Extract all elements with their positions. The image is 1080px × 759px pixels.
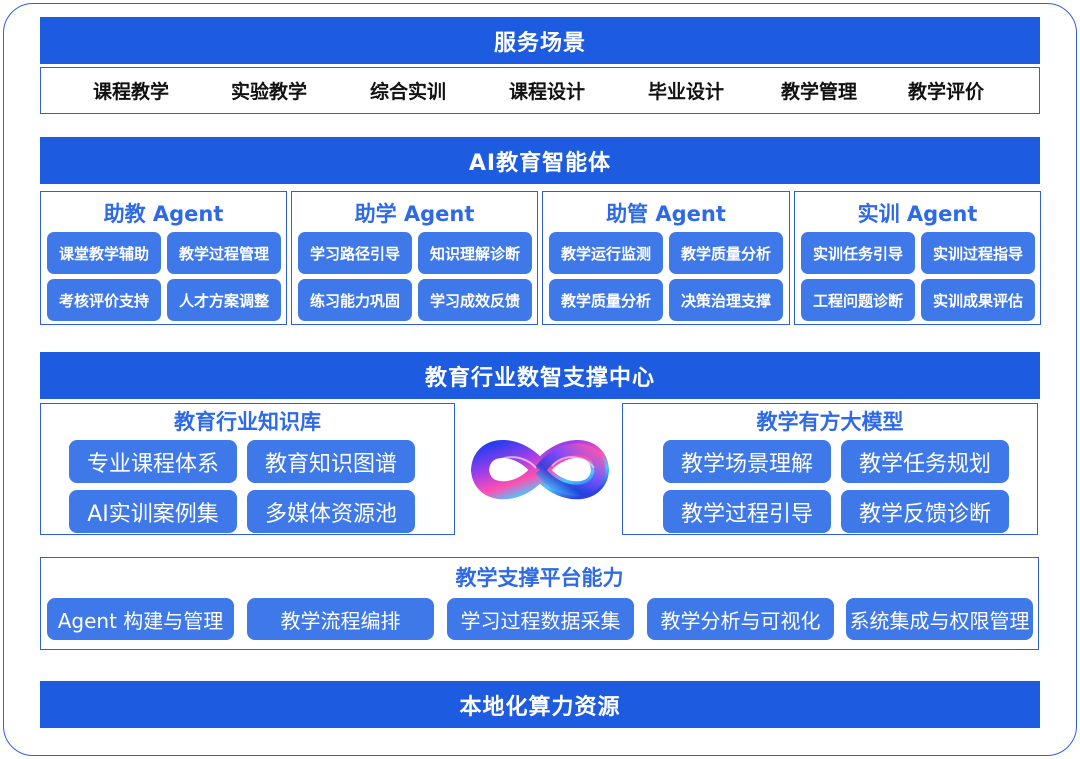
platform-capability: 系统集成与权限管理 xyxy=(846,598,1033,640)
ai-agents-header: AI教育智能体 xyxy=(40,137,1040,184)
service-scenarios-row: 课程教学 实验教学 综合实训 课程设计 毕业设计 教学管理 教学评价 xyxy=(40,67,1040,114)
agent-capability: 学习成效反馈 xyxy=(418,279,532,321)
knowledge-base-title: 教育行业知识库 xyxy=(174,410,321,434)
infinity-loop-icon xyxy=(470,430,610,510)
model-item: 教学反馈诊断 xyxy=(841,490,1009,533)
agent-group-title: 助管 Agent xyxy=(606,202,726,226)
platform-capability: 教学流程编排 xyxy=(247,598,434,640)
agent-capability: 教学过程管理 xyxy=(167,232,281,274)
support-center-header: 教育行业数智支撑中心 xyxy=(40,352,1040,399)
agent-capability: 实训任务引导 xyxy=(801,232,915,274)
agent-capability: 教学质量分析 xyxy=(669,232,783,274)
knowledge-item: 专业课程体系 xyxy=(69,440,237,483)
model-item: 教学任务规划 xyxy=(841,440,1009,483)
service-item: 毕业设计 xyxy=(648,81,725,103)
agent-capability: 人才方案调整 xyxy=(167,279,281,321)
knowledge-item: AI实训案例集 xyxy=(69,490,237,533)
agent-capability: 工程问题诊断 xyxy=(801,279,915,321)
agent-capability: 教学质量分析 xyxy=(549,279,663,321)
service-scenarios-header: 服务场景 xyxy=(40,17,1040,64)
knowledge-base-panel: 教育行业知识库 专业课程体系 教育知识图谱 AI实训案例集 多媒体资源池 xyxy=(40,403,455,535)
knowledge-item: 多媒体资源池 xyxy=(247,490,415,533)
model-title: 教学有方大模型 xyxy=(756,410,904,434)
agent-group: 助学 Agent 学习路径引导 知识理解诊断 练习能力巩固 学习成效反馈 xyxy=(291,191,538,325)
agent-group: 助管 Agent 教学运行监测 教学质量分析 教学质量分析 决策治理支撑 xyxy=(542,191,790,325)
service-item: 教学管理 xyxy=(781,81,858,103)
platform-capability: 教学分析与可视化 xyxy=(647,598,834,640)
platform-capability: Agent 构建与管理 xyxy=(47,598,234,640)
agent-group-title: 助教 Agent xyxy=(103,202,224,226)
agent-capability: 练习能力巩固 xyxy=(298,279,412,321)
outer-frame xyxy=(3,3,1077,756)
agent-capability: 教学运行监测 xyxy=(549,232,663,274)
model-item: 教学场景理解 xyxy=(663,440,831,483)
agent-group-title: 助学 Agent xyxy=(354,202,475,226)
agent-capability: 实训过程指导 xyxy=(921,232,1035,274)
service-item: 实验教学 xyxy=(231,81,308,103)
knowledge-item: 教育知识图谱 xyxy=(247,440,415,483)
agent-capability: 实训成果评估 xyxy=(921,279,1035,321)
model-panel: 教学有方大模型 教学场景理解 教学任务规划 教学过程引导 教学反馈诊断 xyxy=(622,403,1038,535)
service-item: 教学评价 xyxy=(908,81,985,103)
service-item: 课程设计 xyxy=(509,81,586,103)
model-item: 教学过程引导 xyxy=(663,490,831,533)
agent-capability: 学习路径引导 xyxy=(298,232,412,274)
service-item: 课程教学 xyxy=(93,81,170,103)
compute-resources-band: 本地化算力资源 xyxy=(40,681,1040,728)
agent-group: 实训 Agent 实训任务引导 实训过程指导 工程问题诊断 实训成果评估 xyxy=(794,191,1041,325)
service-item: 综合实训 xyxy=(370,81,447,103)
platform-panel: 教学支撑平台能力 Agent 构建与管理 教学流程编排 学习过程数据采集 教学分… xyxy=(40,557,1039,650)
platform-capability: 学习过程数据采集 xyxy=(447,598,634,640)
agent-capability: 考核评价支持 xyxy=(47,279,161,321)
agent-capability: 课堂教学辅助 xyxy=(47,232,161,274)
agent-group-title: 实训 Agent xyxy=(857,202,978,226)
agent-group: 助教 Agent 课堂教学辅助 教学过程管理 考核评价支持 人才方案调整 xyxy=(40,191,287,325)
agent-capability: 决策治理支撑 xyxy=(669,279,783,321)
agent-capability: 知识理解诊断 xyxy=(418,232,532,274)
platform-title: 教学支撑平台能力 xyxy=(455,566,624,590)
